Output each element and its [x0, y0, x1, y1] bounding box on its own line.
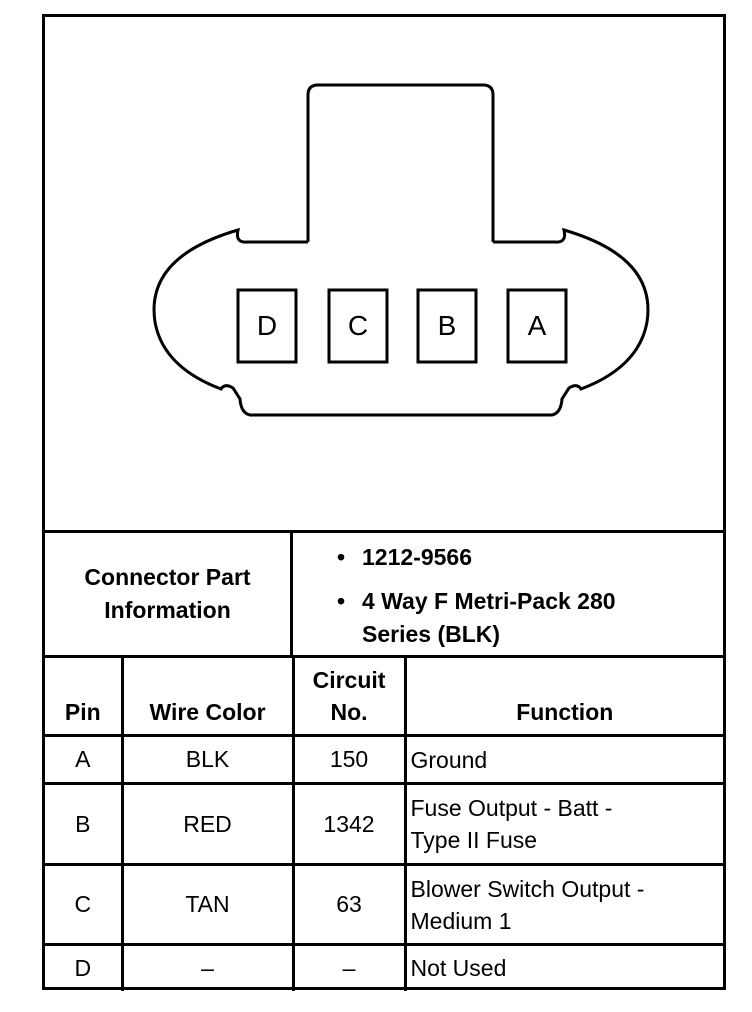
part-info-label-line2: Information — [104, 597, 231, 623]
cell-function-line1: Not Used — [410, 955, 507, 982]
part-description-line1: 4 Way F Metri-Pack 280 — [362, 588, 616, 614]
pin-table: Pin Wire Color Circuit No. Function A BL… — [45, 655, 723, 991]
connector-outline — [152, 83, 650, 417]
cell-pin: D — [45, 943, 124, 991]
cavity-a — [506, 288, 568, 364]
cell-wire-color: – — [120, 943, 295, 991]
cell-circuit: 150 — [291, 734, 407, 785]
cavity-c — [327, 288, 389, 364]
header-circuit-line2: No. — [330, 699, 368, 725]
connector-sheet-frame: D C B A Connector Part Information • 121… — [42, 14, 726, 991]
pin-label-a: A — [527, 310, 547, 341]
bullet-icon: • — [337, 588, 346, 614]
header-circuit-line1: Circuit — [312, 667, 386, 693]
connector-body — [152, 227, 650, 417]
part-number: 1212-9566 — [362, 544, 472, 570]
cavity-b — [416, 288, 478, 364]
cell-wire-color: BLK — [120, 734, 295, 785]
header-pin: Pin — [45, 655, 124, 737]
part-description-line2: Series (BLK) — [362, 621, 501, 647]
pin-label-d: D — [256, 310, 278, 341]
header-circuit: Circuit No. — [291, 655, 407, 737]
cell-function-line2: Type II Fuse — [410, 827, 538, 853]
cell-function: Fuse Output - Batt - Type II Fuse — [403, 782, 723, 866]
header-function: Function — [403, 655, 723, 737]
cell-circuit: – — [291, 943, 407, 991]
cell-pin: B — [45, 782, 124, 866]
pin-label-b: B — [437, 310, 457, 341]
cavity-d — [236, 288, 298, 364]
cell-circuit: 1342 — [291, 782, 407, 866]
cell-pin: C — [45, 863, 124, 946]
cell-wire-color: RED — [120, 782, 295, 866]
cell-function: Not Used — [403, 943, 723, 991]
cell-circuit: 63 — [291, 863, 407, 946]
table-row: B RED 1342 Fuse Output - Batt - Type II … — [45, 782, 723, 866]
cell-function-line1: Blower Switch Output - — [410, 875, 645, 902]
latch-tab — [306, 83, 495, 242]
cell-function-line1: Fuse Output - Batt - — [410, 795, 613, 821]
part-info-label: Connector Part Information — [45, 533, 293, 655]
connector-face-diagram: D C B A — [45, 17, 723, 530]
cell-function: Ground — [403, 734, 723, 785]
cell-function-line1: Ground — [410, 746, 488, 773]
bullet-icon: • — [337, 544, 346, 570]
connector-part-info: Connector Part Information • 1212-9566 •… — [45, 530, 723, 655]
table-row: A BLK 150 Ground — [45, 734, 723, 785]
part-info-label-line1: Connector Part — [84, 564, 251, 590]
pin-label-c: C — [347, 310, 369, 341]
cell-wire-color: TAN — [120, 863, 295, 946]
header-wire-color: Wire Color — [120, 655, 295, 737]
part-info-values: • 1212-9566 • 4 Way F Metri-Pack 280 Ser… — [293, 533, 723, 655]
table-row: D – – Not Used — [45, 943, 723, 991]
cell-function: Blower Switch Output - Medium 1 — [403, 863, 723, 946]
cell-function-line2: Medium 1 — [410, 907, 512, 934]
cell-pin: A — [45, 734, 124, 785]
table-row: C TAN 63 Blower Switch Output - Medium 1 — [45, 863, 723, 946]
table-header-row: Pin Wire Color Circuit No. Function — [45, 655, 723, 737]
